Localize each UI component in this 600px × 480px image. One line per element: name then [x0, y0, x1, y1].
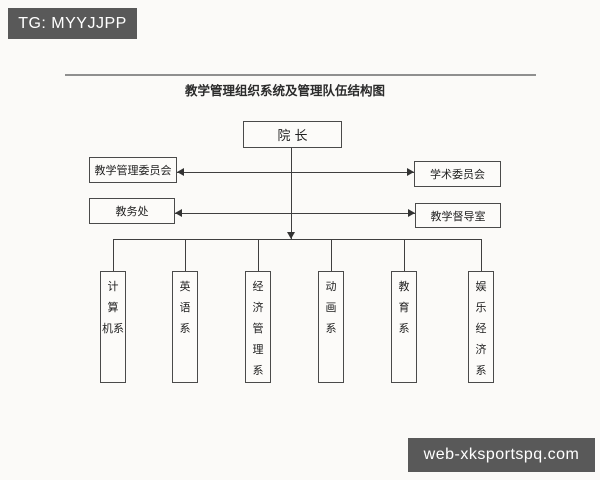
dept-label-line: 画	[325, 302, 337, 314]
connector-vertical-main	[291, 148, 292, 239]
dept-label-line: 系	[475, 365, 487, 377]
node-academic-affairs-office: 教务处	[89, 198, 175, 224]
dept-box-animation: 动 画 系	[318, 271, 344, 383]
node-label: 学术委员会	[430, 169, 485, 181]
arrowhead-down-main	[287, 232, 295, 239]
dept-box-english: 英 语 系	[172, 271, 198, 383]
arrowhead-left-row2	[175, 209, 182, 217]
dept-label-line: 济	[252, 302, 264, 314]
arrowhead-right-row2	[408, 209, 415, 217]
dept-label-line: 系	[398, 323, 410, 335]
dept-label-line: 娱	[475, 281, 487, 293]
arrowhead-right-row1	[407, 168, 414, 176]
dept-label-line: 算	[107, 302, 119, 314]
dept-box-entertainment-economics: 娱 乐 经 济 系	[468, 271, 494, 383]
dept-label-line: 理	[252, 344, 264, 356]
connector-row2	[175, 213, 415, 214]
dept-label-line: 经	[252, 281, 264, 293]
watermark-tag-badge: TG: MYYJJPP	[8, 8, 137, 39]
dept-label-line: 经	[475, 323, 487, 335]
dept-box-education: 教 育 系	[391, 271, 417, 383]
dept-label-line: 英	[179, 281, 191, 293]
node-teaching-supervision-office: 教学督导室	[415, 203, 501, 228]
dept-label-line: 计	[107, 281, 119, 293]
node-label: 教学督导室	[430, 210, 486, 223]
node-teaching-management-committee: 教学管理委员会	[89, 157, 177, 183]
diagram-title: 教学管理组织系统及管理队伍结构图	[184, 84, 385, 98]
node-dean-label: 院长	[277, 128, 312, 143]
node-dean: 院长	[243, 121, 342, 148]
dept-label-line: 系	[179, 323, 191, 335]
dept-label-line: 乐	[475, 302, 487, 314]
dept-label-line: 育	[398, 302, 410, 314]
watermark-tag-text: TG: MYYJJPP	[18, 14, 127, 32]
node-label: 教学管理委员会	[94, 165, 172, 177]
header-rule	[65, 74, 536, 76]
connector-drop-6	[481, 240, 482, 271]
dept-label-line: 系	[252, 365, 264, 377]
connector-drop-2	[185, 240, 186, 271]
dept-label-line: 济	[475, 344, 487, 356]
node-academic-committee: 学术委员会	[414, 161, 501, 187]
connector-drop-1	[113, 240, 114, 271]
connector-drop-5	[404, 240, 405, 271]
node-label: 教务处	[115, 206, 149, 218]
watermark-site-text: web-xksportspq.com	[423, 446, 580, 463]
dept-box-computer-science: 计 算 机系	[100, 271, 126, 383]
watermark-site-badge: web-xksportspq.com	[408, 438, 595, 472]
dept-label-line: 教	[398, 281, 410, 293]
connector-drop-3	[258, 240, 259, 271]
connector-departments	[113, 239, 482, 240]
connector-row1	[177, 172, 414, 173]
dept-label-line: 语	[179, 302, 191, 314]
connector-drop-4	[331, 240, 332, 271]
dept-label-line: 管	[252, 323, 264, 335]
dept-box-economic-management: 经 济 管 理 系	[245, 271, 271, 383]
dept-label-line: 动	[325, 281, 337, 293]
dept-label-line: 系	[325, 323, 337, 335]
arrowhead-left-row1	[177, 168, 184, 176]
dept-label-line: 机系	[102, 323, 124, 335]
